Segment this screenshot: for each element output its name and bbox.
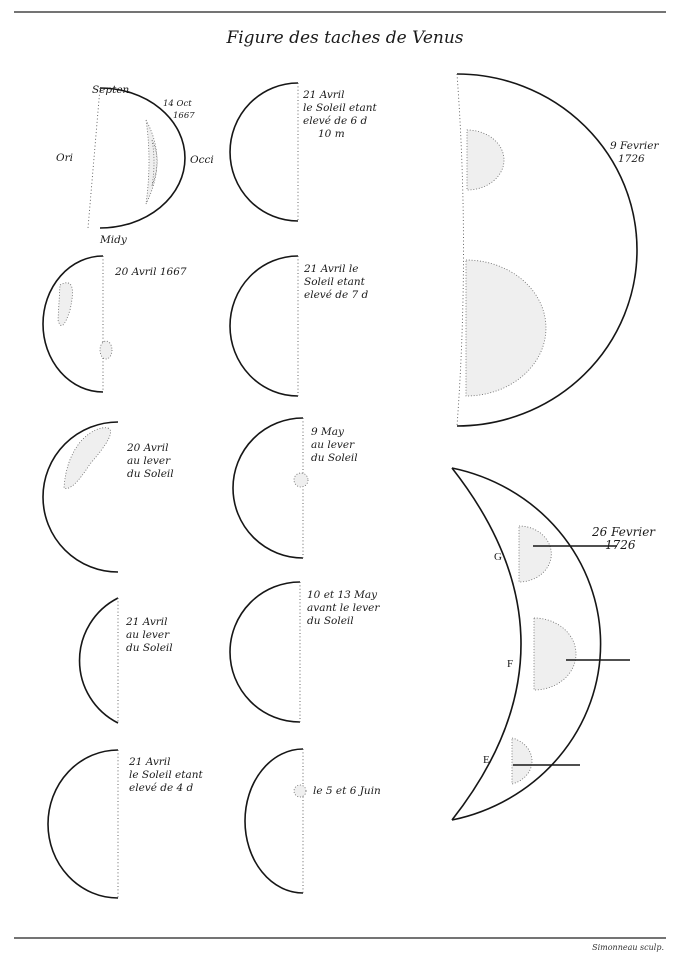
venus-figure-2: 20 Avril au lever du Soleil <box>43 422 174 572</box>
venus-spot <box>100 341 112 359</box>
venus-figure-7: 9 May au lever du Soleil <box>233 418 358 558</box>
spot-marker-e: E <box>483 754 490 766</box>
venus-figure-9: le 5 et 6 Juin <box>245 749 381 893</box>
observation-label: 9 Fevrier 1726 <box>610 140 662 165</box>
venus-spot <box>534 618 576 690</box>
venus-spot <box>519 526 551 582</box>
compass-west-label: Occi <box>190 154 214 166</box>
terminator-line <box>88 88 100 228</box>
venus-phase-outline <box>245 749 303 893</box>
venus-spot <box>466 260 546 396</box>
venus-figure-26-fevrier: G F E 26 Fevrier 1726 <box>452 468 659 820</box>
venus-figure-1: 20 Avril 1667 <box>43 256 187 392</box>
venus-spot <box>64 428 111 489</box>
venus-figure-8: 10 et 13 May avant le lever du Soleil <box>230 582 383 722</box>
observation-label: 20 Avril 1667 <box>114 266 187 278</box>
observation-label: 21 Avril le Soleil etant elevé de 4 d <box>128 756 206 794</box>
compass-date-label: 14 Oct <box>163 99 192 109</box>
compass-east-label: Ori <box>56 152 73 164</box>
compass-figure: Septen Midy Ori Occi 14 Oct 1667 <box>56 84 214 246</box>
compass-north-label: Septen <box>92 84 130 96</box>
spot-marker-f: F <box>507 658 513 670</box>
venus-figure-9-fevrier: 9 Fevrier 1726 <box>457 74 662 426</box>
terminator-line <box>457 74 464 426</box>
venus-phase-outline <box>43 256 103 392</box>
compass-year-label: 1667 <box>173 111 195 121</box>
venus-terminator <box>452 468 521 820</box>
venus-phase-outline <box>230 83 298 221</box>
venus-phase-outline <box>48 750 118 898</box>
observation-label: 9 May au lever du Soleil <box>311 426 358 464</box>
venus-phase-outline <box>100 88 185 228</box>
venus-figure-5: 21 Avril le Soleil etant elevé de 6 d 10… <box>230 83 380 221</box>
venus-figure-6: 21 Avril le Soleil etant elevé de 7 d <box>230 256 369 396</box>
observation-label: le 5 et 6 Juin <box>313 785 381 797</box>
venus-spot <box>294 785 306 797</box>
plate-title: Figure des taches de Venus <box>225 28 463 48</box>
venus-phase-outline <box>230 256 298 396</box>
observation-label: 21 Avril le Soleil etant elevé de 7 d <box>303 263 369 301</box>
venus-spot <box>294 473 308 487</box>
venus-spot <box>467 130 504 190</box>
compass-south-label: Midy <box>99 234 128 246</box>
venus-figure-3: 21 Avril au lever du Soleil <box>80 598 173 723</box>
observation-label: 21 Avril au lever du Soleil <box>125 616 173 654</box>
spot-marker-g: G <box>494 551 502 563</box>
observation-label: 21 Avril le Soleil etant elevé de 6 d 10… <box>302 89 380 140</box>
observation-label: 10 et 13 May avant le lever du Soleil <box>307 589 383 627</box>
venus-phase-outline <box>233 418 303 558</box>
observation-label: 26 Fevrier 1726 <box>591 525 659 552</box>
venus-phase-outline <box>80 598 118 723</box>
venus-phase-outline <box>230 582 300 722</box>
venus-figure-4: 21 Avril le Soleil etant elevé de 4 d <box>48 750 206 898</box>
venus-spot <box>512 738 532 784</box>
engraver-signature: Simonneau sculp. <box>592 943 664 952</box>
observation-label: 20 Avril au lever du Soleil <box>126 442 174 480</box>
venus-spot <box>58 283 72 326</box>
